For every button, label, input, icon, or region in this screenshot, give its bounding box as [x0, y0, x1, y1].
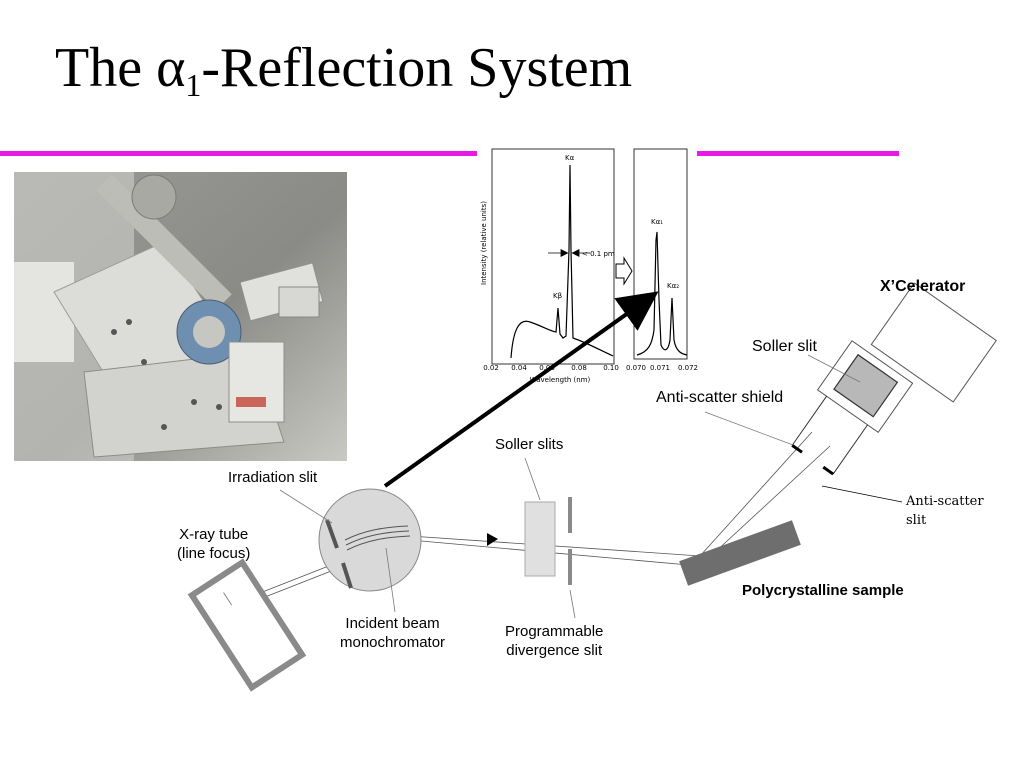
tick-left-1: 0.04	[511, 364, 527, 372]
spectrum-link-arrow	[383, 291, 659, 488]
spectrum-curve-right	[636, 231, 688, 356]
sample-plate	[679, 520, 801, 586]
xray-tube	[187, 558, 307, 692]
label-divergence-slit: Programmable divergence slit	[505, 623, 604, 659]
title-rule-left	[0, 151, 477, 156]
tick-right-2: 0.072	[678, 364, 698, 372]
detector-assembly	[791, 282, 997, 476]
spectrum-xlabel: Wavelength (nm)	[530, 376, 591, 384]
tick-left-4: 0.10	[603, 364, 619, 372]
tick-right-1: 0.071	[650, 364, 670, 372]
spectrum-panel-right: Kα₁ Kα₂ 0.070 0.071 0.072	[626, 148, 698, 372]
page-title: The α1-Reflection System	[55, 37, 633, 103]
label-soller-slits: Soller slits	[495, 436, 564, 453]
title-rule-right	[697, 151, 899, 156]
peak-label-kalpha1: Kα₁	[651, 218, 663, 226]
label-monochromator: Incident beam monochromator	[340, 615, 446, 651]
monochromator	[318, 488, 422, 592]
hollow-arrow-icon	[615, 256, 633, 286]
label-soller-slit: Soller slit	[752, 338, 817, 355]
label-xray-tube: X-ray tube (line focus)	[177, 526, 251, 562]
beam-focus-arrow	[487, 533, 498, 546]
tick-left-3: 0.08	[571, 364, 587, 372]
label-xcelerator: X’Celerator	[880, 278, 966, 295]
spectrum-panel-left: Kα Kβ < 0.1 pm Intensity (relative units…	[480, 148, 619, 384]
label-anti-scatter-slit: Anti-scatter slit	[906, 494, 984, 528]
label-irradiation-slit: Irradiation slit	[228, 469, 318, 486]
tick-right-0: 0.070	[626, 364, 646, 372]
spectrum-annotation: < 0.1 pm	[582, 250, 615, 258]
peak-label-kalpha: Kα	[565, 154, 575, 162]
label-sample: Polycrystalline sample	[742, 582, 904, 599]
tick-left-2: 0.06	[539, 364, 555, 372]
alpha-subscript: 1	[185, 67, 202, 103]
spectrum-ylabel: Intensity (relative units)	[480, 201, 488, 285]
alpha-symbol: α	[156, 37, 186, 99]
diffractometer-photo	[14, 172, 347, 461]
label-anti-scatter-shield: Anti-scatter shield	[656, 389, 784, 406]
peak-label-kbeta: Kβ	[553, 292, 562, 300]
peak-label-kalpha2: Kα₂	[667, 282, 679, 290]
soller-slits-block	[524, 501, 556, 577]
tick-left-0: 0.02	[483, 364, 499, 372]
